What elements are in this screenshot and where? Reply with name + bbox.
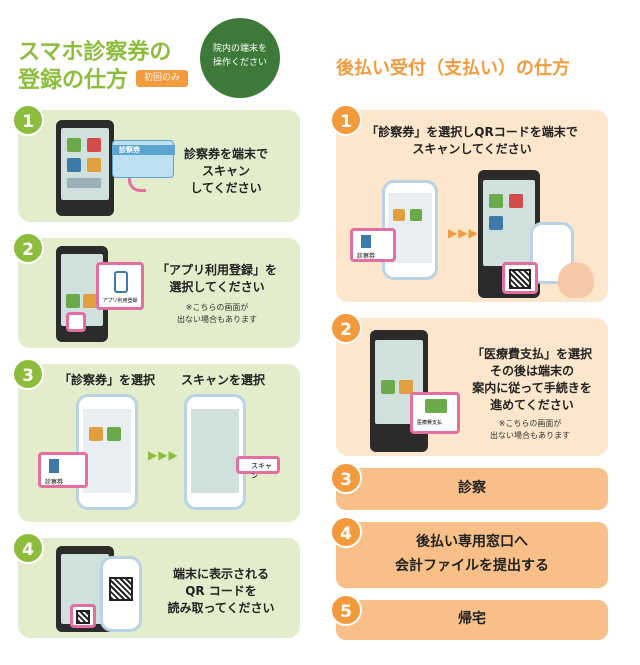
right-step3-bar [336, 468, 608, 510]
step-arrows: ▶▶▶ [448, 226, 479, 240]
right-step1-number: 1 [330, 104, 362, 136]
right-step4-number: 4 [330, 516, 362, 548]
right-step3-label: 診察 [458, 480, 486, 496]
left-step3-number: 3 [12, 358, 44, 390]
left-step3-label-a: 「診察券」を選択 [58, 373, 155, 387]
patient-card-illustration: 診察券 [112, 140, 175, 178]
instruction-bubble: 院内の端末を 操作ください [200, 18, 280, 98]
scan-popup-label: スキャン [251, 462, 272, 480]
left-step2-text: 「アプリ利用登録」を 選択してください [156, 263, 277, 294]
right-card-popup-label: 診察券 [357, 253, 376, 260]
qr-code-popup [70, 604, 96, 628]
app-registration-label: アプリ利用登録 [102, 298, 138, 304]
right-step1-text: 「診察券」を選択しQRコードを端末で スキャンしてください [366, 125, 578, 156]
left-step3-panel [18, 364, 300, 522]
phone-illustration [100, 556, 142, 632]
patient-card-popup-label: 診察券 [45, 479, 64, 486]
scan-button-popup: スキャン [236, 456, 280, 480]
left-step1-text: 診察券を端末で スキャン してください [183, 147, 268, 195]
hand-illustration [558, 262, 594, 298]
left-step3-label-b: スキャンを選択 [180, 373, 265, 387]
first-time-badge: 初回のみ [136, 70, 188, 87]
card-label: 診察券 [119, 146, 140, 154]
right-title: 後払い受付（支払い）の仕方 [336, 58, 570, 79]
qr-code-popup [502, 262, 538, 294]
phone-illustration [184, 394, 246, 510]
medical-payment-popup: 医療費支払 [410, 392, 460, 434]
left-step1-number: 1 [12, 104, 44, 136]
left-step4-text: 端末に表示される QR コードを 読み取ってください [167, 567, 275, 615]
left-title-line2: 登録の仕方 [18, 68, 129, 93]
card-arrow [128, 178, 146, 192]
right-step3-number: 3 [330, 462, 362, 494]
right-step5-bar [336, 600, 608, 640]
right-step4-bar [336, 522, 608, 588]
patient-card-popup: 診察券 [38, 452, 88, 488]
app-registration-popup: アプリ利用登録 [96, 262, 144, 310]
right-step5-number: 5 [330, 594, 362, 626]
patient-card-popup: 診察券 [350, 228, 396, 262]
right-step2-text: 「医療費支払」を選択 その後は端末の 案内に従って手続きを 進めてください [471, 347, 592, 412]
left-step4-number: 4 [12, 532, 44, 564]
medical-payment-label: 医療費支払 [417, 420, 443, 426]
kiosk-illustration [56, 120, 114, 216]
right-step4-text: 後払い専用窓口へ 会計ファイルを提出する [395, 534, 549, 574]
left-step2-number: 2 [12, 232, 44, 264]
bubble-line2: 操作ください [212, 58, 267, 68]
right-step5-label: 帰宅 [458, 611, 486, 627]
step-arrows: ▶▶▶ [148, 448, 179, 462]
right-step2-note: ※こちらの画面が 出ない場合もあります [490, 419, 570, 440]
bubble-line1: 院内の端末を [212, 44, 267, 54]
right-step2-number: 2 [330, 312, 362, 344]
small-tap-target [66, 312, 86, 332]
left-step2-note: ※こちらの画面が 出ない場合もあります [177, 303, 257, 324]
left-title-line1: スマホ診察券の [18, 40, 172, 65]
